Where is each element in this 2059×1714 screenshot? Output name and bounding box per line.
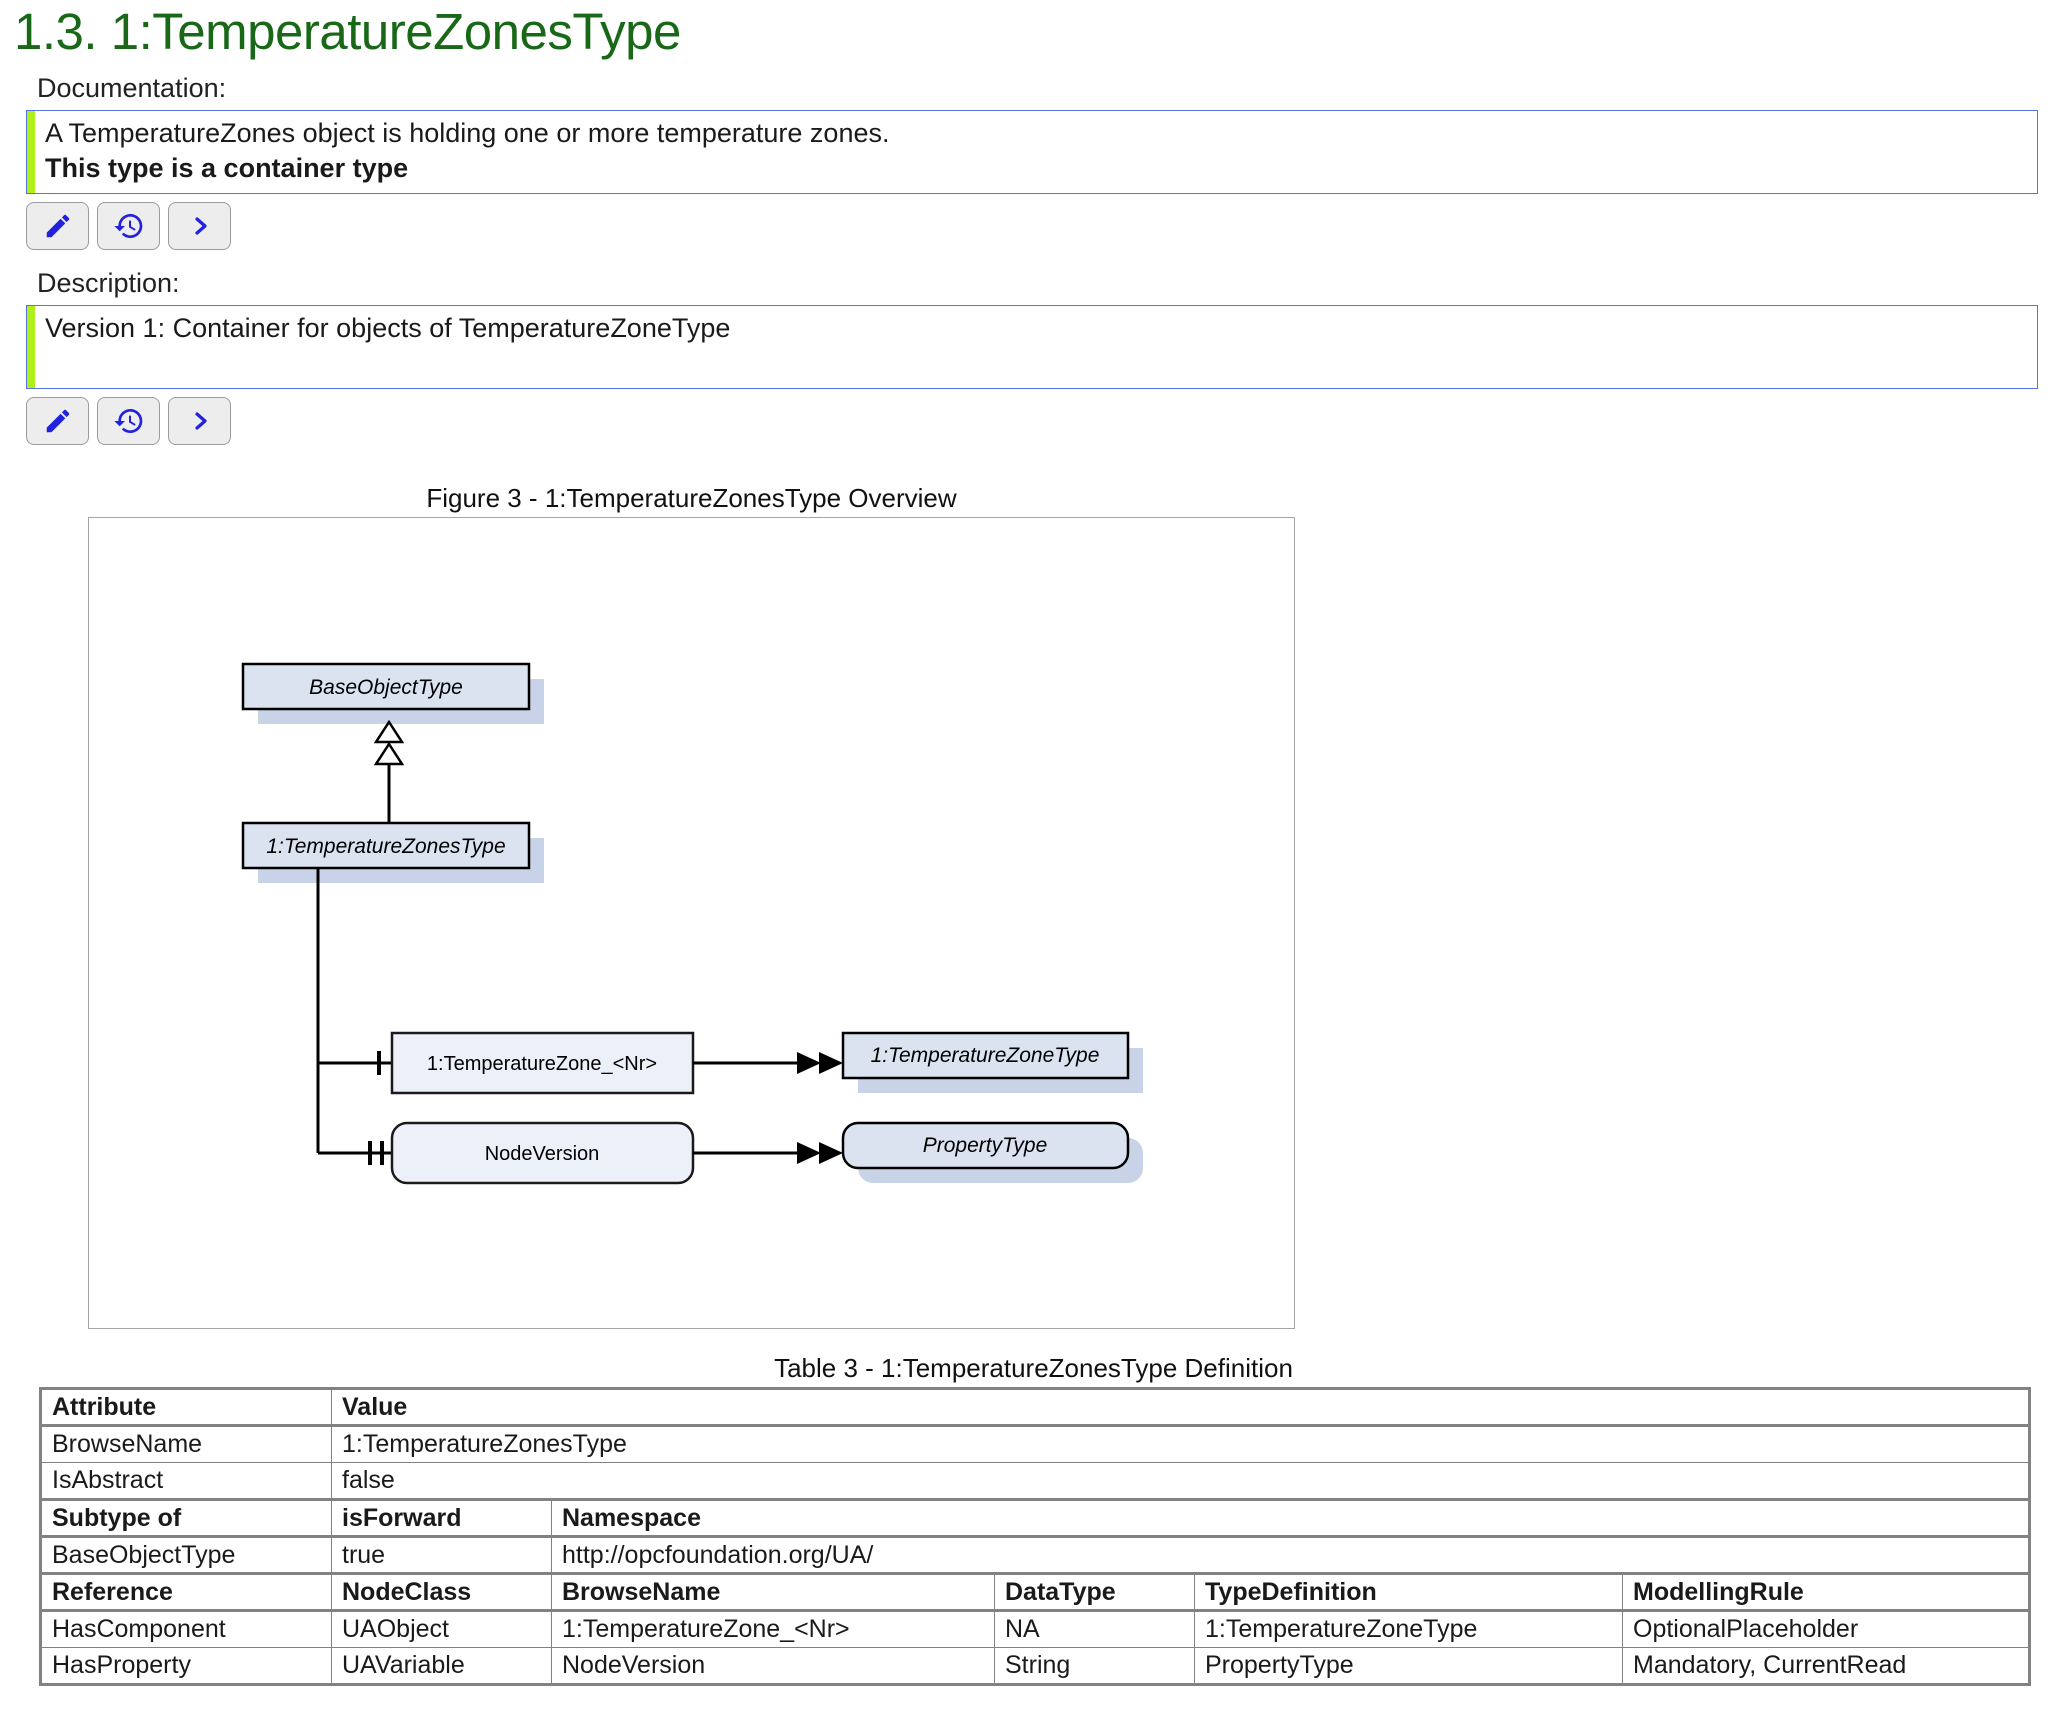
hassubtype-arrow: [373, 719, 405, 824]
table-cell: 1:TemperatureZoneType: [1194, 1610, 1623, 1648]
edit-button[interactable]: [26, 202, 89, 250]
table-cell: BrowseName: [40, 1425, 332, 1463]
table-cell: IsAbstract: [40, 1462, 332, 1500]
table-cell: BaseObjectType: [40, 1536, 332, 1574]
svg-text:PropertyType: PropertyType: [923, 1134, 1048, 1157]
table-cell: false: [330, 1462, 2031, 1500]
expand-button[interactable]: [168, 202, 231, 250]
table-cell: 1:TemperatureZone_<Nr>: [551, 1610, 995, 1648]
table-row: IsAbstract false: [40, 1462, 2031, 1500]
page-title: 1.3. 1:TemperatureZonesType: [14, 3, 681, 60]
table-cell: HasComponent: [40, 1610, 332, 1648]
documentation-line: A TemperatureZones object is holding one…: [45, 118, 890, 148]
figure-caption: Figure 3 - 1:TemperatureZonesType Overvi…: [426, 483, 957, 513]
table-caption: Table 3 - 1:TemperatureZonesType Definit…: [774, 1353, 1293, 1383]
table-row-subtype-header: Subtype of isForward Namespace: [40, 1498, 2031, 1538]
table-cell: UAObject: [331, 1610, 552, 1648]
definition-table: Attribute Value BrowseName 1:Temperature…: [39, 1387, 2032, 1686]
table-cell: 1:TemperatureZonesType: [330, 1425, 2031, 1463]
svg-text:1:TemperatureZonesType: 1:TemperatureZonesType: [266, 835, 505, 858]
hastypedefinition-arrow: [693, 1142, 843, 1164]
svg-text:NodeVersion: NodeVersion: [485, 1143, 600, 1165]
table-row: HasProperty UAVariable NodeVersion Strin…: [40, 1647, 2031, 1685]
table-cell: NA: [994, 1610, 1195, 1648]
table-cell: String: [994, 1647, 1195, 1685]
svg-text:1:TemperatureZoneType: 1:TemperatureZoneType: [871, 1044, 1100, 1067]
table-header-cell: Reference: [40, 1572, 332, 1612]
type-diagram: BaseObjectType 1:TemperatureZonesType 1:…: [241, 662, 1143, 1185]
diagram-node-baseobjecttype: BaseObjectType: [241, 662, 544, 724]
description-toolbar: [26, 397, 2059, 445]
description-box: Version 1: Container for objects of Temp…: [26, 305, 2038, 389]
chevron-right-icon: [186, 212, 214, 240]
table-header-cell: Attribute: [40, 1387, 332, 1427]
table-cell: Mandatory, CurrentRead: [1621, 1647, 2031, 1685]
diagram-node-propertytype: PropertyType: [841, 1121, 1143, 1183]
table-row: BaseObjectType true http://opcfoundation…: [40, 1536, 2031, 1574]
table-cell: true: [331, 1536, 552, 1574]
table-cell: UAVariable: [331, 1647, 552, 1685]
table-row-attribute-header: Attribute Value: [40, 1387, 2031, 1427]
table-row: BrowseName 1:TemperatureZonesType: [40, 1425, 2031, 1463]
history-icon: [113, 210, 145, 242]
table-header-cell: Value: [330, 1387, 2031, 1427]
history-button[interactable]: [97, 202, 160, 250]
table-header-cell: Subtype of: [40, 1498, 332, 1538]
table-row-reference-header: Reference NodeClass BrowseName DataType …: [40, 1572, 2031, 1612]
diagram-node-nodeversion: NodeVersion: [390, 1121, 695, 1185]
expand-button[interactable]: [168, 397, 231, 445]
table-row: HasComponent UAObject 1:TemperatureZone_…: [40, 1610, 2031, 1648]
table-header-cell: TypeDefinition: [1194, 1572, 1623, 1612]
highlight-stripe: [27, 111, 35, 193]
table-header-cell: BrowseName: [551, 1572, 995, 1612]
table-header-cell: ModellingRule: [1621, 1572, 2031, 1612]
diagram-node-temperaturezonetype: 1:TemperatureZoneType: [841, 1031, 1143, 1093]
table-cell: HasProperty: [40, 1647, 332, 1685]
chevron-right-icon: [186, 407, 214, 435]
table-header-cell: DataType: [994, 1572, 1195, 1612]
documentation-line-bold: This type is a container type: [45, 153, 409, 183]
documentation-label: Documentation:: [37, 73, 227, 103]
table-cell: http://opcfoundation.org/UA/: [550, 1536, 2031, 1574]
svg-text:1:TemperatureZone_<Nr>: 1:TemperatureZone_<Nr>: [427, 1053, 657, 1075]
pencil-icon: [43, 406, 73, 436]
history-button[interactable]: [97, 397, 160, 445]
table-cell: NodeVersion: [551, 1647, 995, 1685]
diagram-node-temperaturezonestype: 1:TemperatureZonesType: [241, 821, 544, 883]
hastypedefinition-arrow: [693, 1052, 843, 1074]
pencil-icon: [43, 211, 73, 241]
diagram-node-temperaturezone-nr: 1:TemperatureZone_<Nr>: [390, 1031, 695, 1095]
table-header-cell: Namespace: [550, 1498, 2031, 1538]
documentation-text: A TemperatureZones object is holding one…: [27, 111, 2037, 191]
documentation-toolbar: [26, 202, 2059, 250]
documentation-box: A TemperatureZones object is holding one…: [26, 110, 2038, 194]
description-label: Description:: [37, 268, 180, 298]
edit-button[interactable]: [26, 397, 89, 445]
svg-text:BaseObjectType: BaseObjectType: [309, 676, 463, 699]
highlight-stripe: [27, 306, 35, 388]
description-line: Version 1: Container for objects of Temp…: [45, 313, 731, 343]
table-cell: OptionalPlaceholder: [1621, 1610, 2031, 1648]
table-header-cell: NodeClass: [331, 1572, 552, 1612]
history-icon: [113, 405, 145, 437]
figure-frame: BaseObjectType 1:TemperatureZonesType 1:…: [88, 517, 1295, 1329]
table-header-cell: isForward: [331, 1498, 552, 1538]
description-text: Version 1: Container for objects of Temp…: [27, 306, 2037, 351]
component-connector-lines: [316, 868, 392, 1165]
table-cell: PropertyType: [1194, 1647, 1623, 1685]
